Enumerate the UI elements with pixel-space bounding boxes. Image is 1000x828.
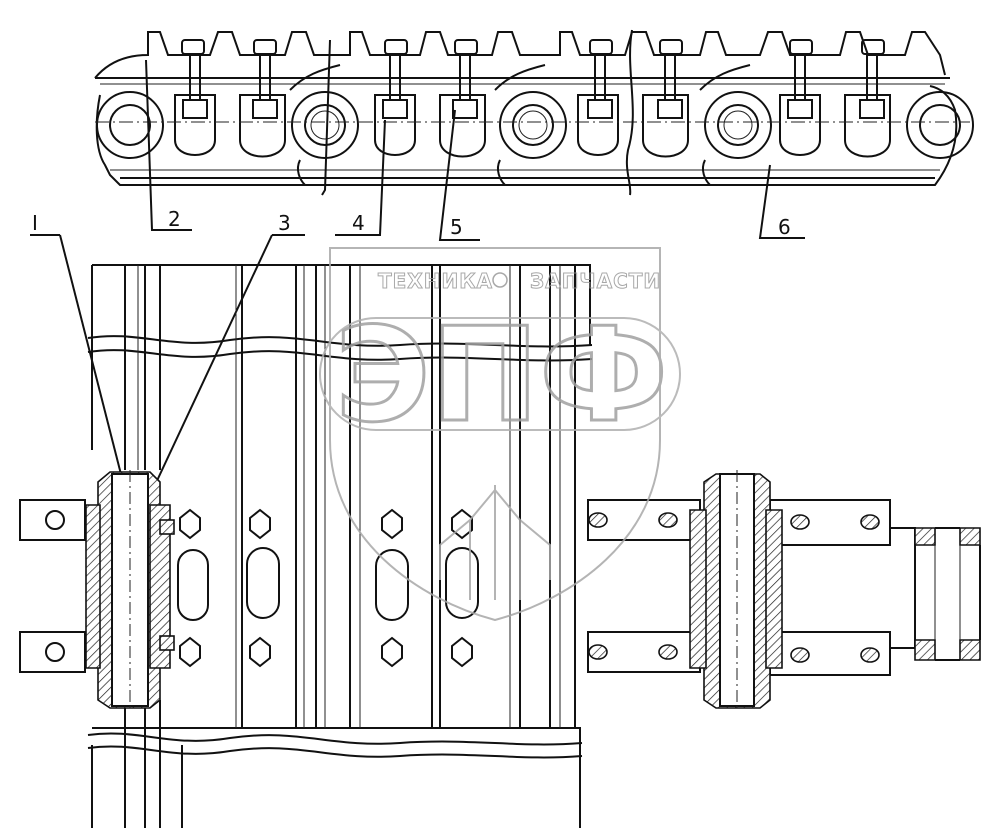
side-link-windows — [174, 55, 891, 158]
plan-view-shoes — [19, 264, 981, 828]
shoe-hex-bolts — [179, 508, 473, 668]
watermark-shield — [329, 247, 661, 622]
watermark-tagline-left: ТЕХНИКА — [378, 269, 493, 293]
gear-icon — [492, 272, 508, 288]
grouser-lines — [124, 265, 576, 828]
callout-2: 2 — [168, 207, 181, 231]
left-pin-section — [19, 470, 175, 712]
callout-I: I — [32, 211, 38, 235]
side-pin-joints — [96, 91, 974, 159]
shoe-slots — [177, 547, 479, 621]
callout-3: 3 — [278, 211, 291, 235]
callout-6: 6 — [778, 215, 791, 239]
watermark: ТЕХНИКА ЗАПЧАСТИ ЭПФ — [319, 247, 681, 622]
side-view-chain — [94, 29, 974, 196]
callout-4: 4 — [352, 211, 365, 235]
wheat-emblem-icon — [439, 485, 551, 600]
watermark-tagline-right: ЗАПЧАСТИ — [530, 269, 661, 293]
right-pin-section — [587, 470, 981, 712]
callout-5: 5 — [450, 215, 463, 239]
top-bolt-heads — [181, 39, 885, 55]
watermark-monogram: ЭПФ — [335, 299, 668, 451]
callout-labels: I 2 3 4 5 6 — [32, 207, 791, 239]
